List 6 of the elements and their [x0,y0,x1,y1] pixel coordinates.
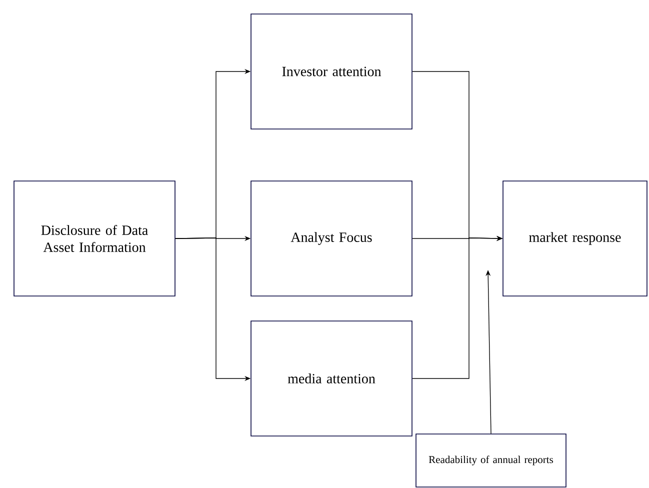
process-box: Investor attention [250,14,412,130]
process-box: media attention [250,320,412,436]
process-box: Analyst Focus [250,180,412,296]
input-box: Readability of annual reports [416,434,566,488]
process-box: Disclosure of Data Asset Information [14,180,176,296]
process-box: market response [502,180,648,296]
